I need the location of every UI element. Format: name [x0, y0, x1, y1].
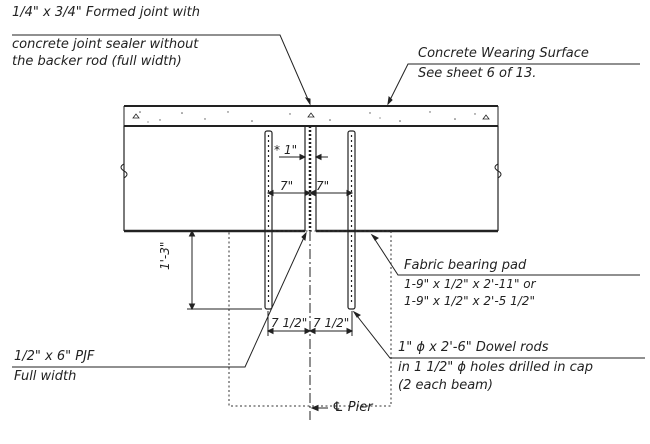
gap-dimension: 1": [284, 143, 298, 157]
pjf-line1: 1/2" x 6" PJF: [14, 349, 95, 364]
bearing-pad-line3: 1-9" x 1/2" x 2'-5 1/2": [404, 294, 535, 308]
left-offset-dimension: 7": [280, 179, 294, 193]
pjf-line2: Full width: [14, 369, 77, 384]
bearing-pad-line1: Fabric bearing pad: [404, 258, 527, 273]
joint-note-line3: the backer rod (full width): [12, 54, 182, 69]
leader-lines: [12, 35, 645, 411]
dowel-line2: in 1 1/2" ϕ holes drilled in cap: [398, 360, 593, 375]
joint-note-line1: 1/4" x 3/4" Formed joint with: [12, 5, 200, 20]
wearing-surface-line2: See sheet 6 of 13.: [418, 66, 537, 81]
dowel-line1: 1" ϕ x 2'-6" Dowel rods: [398, 340, 549, 355]
dowel-rods: [265, 131, 355, 309]
beam-ends: [305, 126, 316, 231]
embed-depth-dimension: 1'-3": [158, 241, 172, 270]
left-beam: [121, 126, 305, 231]
right-offset-dimension: 7": [316, 179, 330, 193]
bearing-pad-line2: 1-9" x 1/2" x 2'-11" or: [404, 277, 536, 291]
pier-label: ℄ Pier: [332, 400, 373, 415]
dowel-line3: (2 each beam): [398, 378, 493, 393]
dimension-lines: [187, 155, 352, 337]
formed-joint: [307, 106, 314, 231]
bottom-right-dimension: 7 1/2": [313, 316, 350, 330]
joint-note-line2: concrete joint sealer without: [12, 37, 199, 52]
right-beam: [316, 126, 501, 231]
bottom-left-dimension: 7 1/2": [271, 316, 308, 330]
wearing-surface-slab: [124, 106, 498, 126]
gap-marker: *: [274, 143, 280, 157]
wearing-surface-line1: Concrete Wearing Surface: [418, 46, 589, 61]
